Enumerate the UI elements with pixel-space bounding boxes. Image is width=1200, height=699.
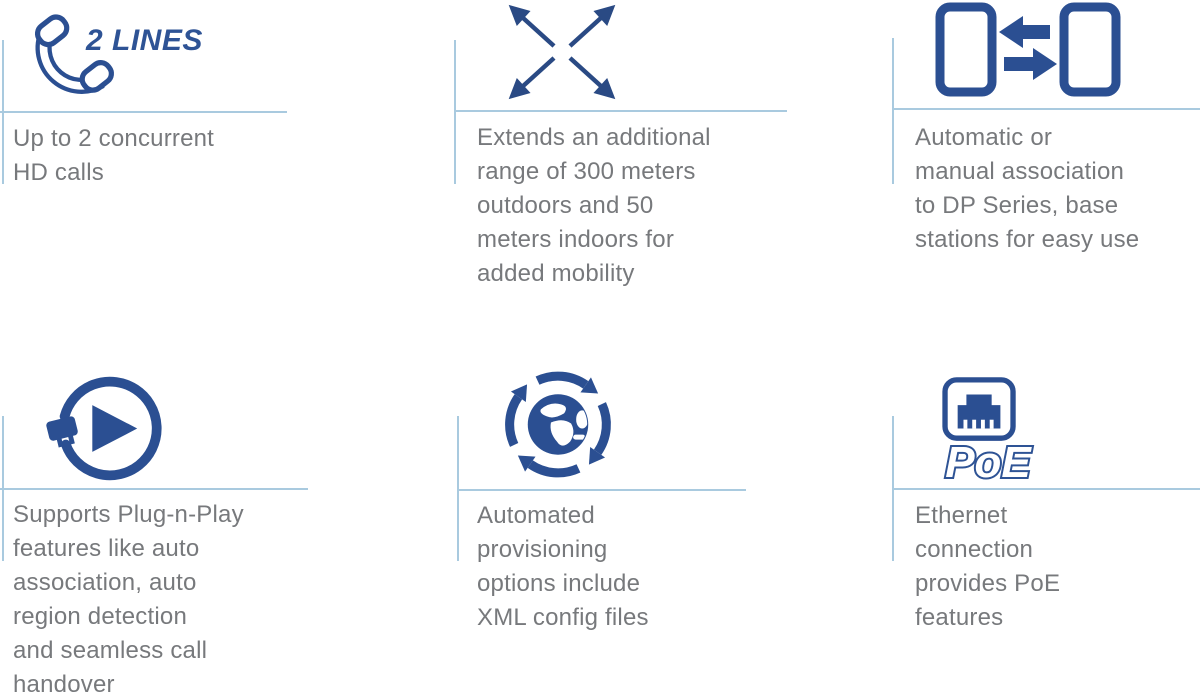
globe-sync-icon (492, 362, 624, 488)
plug-n-play-icon (46, 376, 162, 481)
feature-caption: Ethernet connection provides PoE feature… (915, 502, 1061, 631)
handset-transfer-icon (935, 2, 1121, 97)
divider (892, 108, 1200, 110)
feature-caption: Automatic or manual association to DP Se… (915, 124, 1140, 253)
phone-handset-icon (34, 14, 114, 94)
feature-caption: Supports Plug-n-Play features like auto … (13, 501, 244, 698)
expand-arrows-icon (508, 4, 616, 100)
two-lines-label: 2 LINES (86, 24, 203, 57)
divider (457, 489, 746, 491)
divider (892, 488, 1200, 490)
feature-caption: Automated provisioning options include X… (477, 502, 649, 631)
divider (0, 111, 287, 113)
poe-label: PoE (943, 436, 1034, 488)
divider (454, 110, 787, 112)
feature-caption: Up to 2 concurrent HD calls (13, 125, 215, 186)
divider (454, 40, 456, 184)
divider (892, 38, 894, 184)
divider (457, 416, 459, 561)
feature-caption: Extends an additional range of 300 meter… (477, 124, 711, 287)
ethernet-poe-icon (942, 377, 1016, 441)
divider (0, 488, 308, 490)
poe-label-text: PoE (945, 438, 1032, 487)
